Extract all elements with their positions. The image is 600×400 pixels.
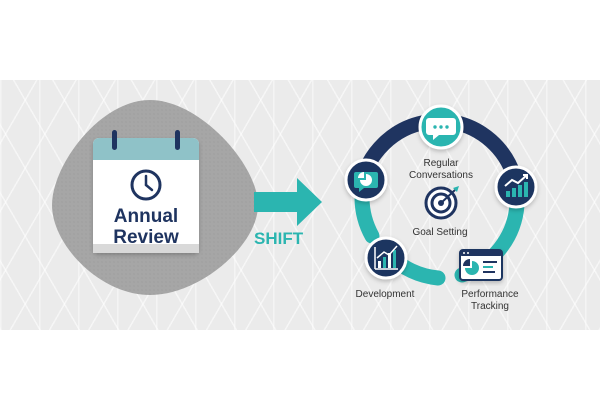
calendar-base [93, 244, 199, 253]
review-label: Review [113, 227, 179, 248]
target-icon [424, 186, 459, 220]
regular-label: Regular [423, 158, 459, 169]
pie-chart-bubble-icon [354, 172, 378, 192]
dashboard-icon [460, 250, 502, 275]
annual-label: Annual [114, 206, 178, 227]
development-label: Development [356, 289, 415, 300]
chat-bubble-icon [426, 118, 456, 140]
node-performance-tracking [459, 249, 503, 281]
node-regular-conversations [418, 104, 464, 150]
performance-label: Performance [461, 289, 519, 300]
node-growth [494, 165, 538, 209]
shift-arrow [254, 178, 322, 226]
shift-label: SHIFT [254, 229, 304, 248]
calendar-ring-right [175, 130, 180, 150]
bar-chart-icon [374, 245, 398, 270]
clock-icon [130, 169, 162, 201]
conversations-label: Conversations [409, 170, 473, 181]
node-pie-chart [344, 158, 388, 202]
goal-setting-label: Goal Setting [412, 227, 467, 238]
node-development [364, 236, 408, 280]
calendar-ring-left [112, 130, 117, 150]
growth-chart-icon [504, 174, 528, 197]
tracking-label: Tracking [471, 301, 509, 312]
